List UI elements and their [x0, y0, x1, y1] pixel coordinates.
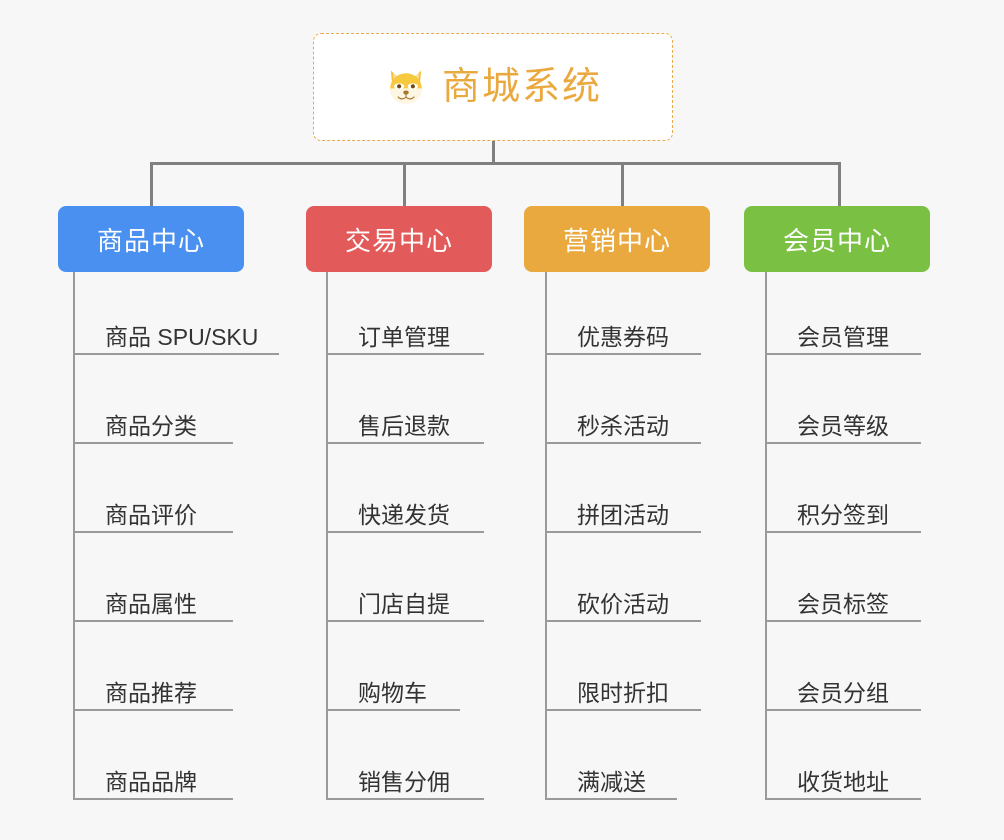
- leaf-item[interactable]: 拼团活动: [545, 488, 701, 533]
- leaf-item[interactable]: 收货地址: [765, 755, 921, 800]
- leaf-label: 砍价活动: [577, 590, 669, 617]
- connector-bus: [150, 162, 841, 165]
- category-node-trade-center[interactable]: 交易中心: [306, 206, 492, 272]
- leaf-label: 会员分组: [797, 679, 889, 706]
- leaf-item[interactable]: 购物车: [326, 666, 460, 711]
- leaf-label: 订单管理: [358, 323, 450, 350]
- connector-trunk-marketing-center: [545, 272, 547, 800]
- leaf-label: 收货地址: [797, 768, 889, 795]
- leaf-label: 商品属性: [105, 590, 197, 617]
- leaf-label: 商品 SPU/SKU: [105, 323, 259, 350]
- connector-root-stem: [492, 141, 495, 165]
- leaf-label: 快递发货: [358, 501, 450, 528]
- connector-drop-marketing-center: [621, 162, 624, 208]
- connector-trunk-product-center: [73, 272, 75, 800]
- category-node-product-center[interactable]: 商品中心: [58, 206, 244, 272]
- leaf-label: 商品推荐: [105, 679, 197, 706]
- root-title: 商城系统: [441, 66, 602, 108]
- leaf-label: 优惠券码: [577, 323, 669, 350]
- leaf-item[interactable]: 优惠券码: [545, 310, 701, 355]
- leaf-item[interactable]: 商品评价: [73, 488, 233, 533]
- leaf-label: 商品评价: [105, 501, 197, 528]
- leaf-item[interactable]: 会员标签: [765, 577, 921, 622]
- category-label: 交易中心: [344, 225, 453, 256]
- leaf-label: 商品分类: [105, 412, 197, 439]
- leaf-label: 会员等级: [797, 412, 889, 439]
- leaf-label: 拼团活动: [577, 501, 669, 528]
- leaf-item[interactable]: 满减送: [545, 755, 677, 800]
- leaf-item[interactable]: 积分签到: [765, 488, 921, 533]
- connector-drop-product-center: [150, 162, 153, 208]
- leaf-label: 会员管理: [797, 323, 889, 350]
- connector-drop-member-center: [838, 162, 841, 208]
- leaf-item[interactable]: 会员管理: [765, 310, 921, 355]
- category-label: 营销中心: [562, 225, 671, 256]
- leaf-item[interactable]: 商品分类: [73, 399, 233, 444]
- leaf-label: 门店自提: [358, 590, 450, 617]
- leaf-item[interactable]: 秒杀活动: [545, 399, 701, 444]
- shiba-dog-face-icon: [384, 65, 428, 109]
- root-node[interactable]: 商城系统: [313, 33, 673, 141]
- leaf-item[interactable]: 砍价活动: [545, 577, 701, 622]
- leaf-item[interactable]: 快递发货: [326, 488, 484, 533]
- leaf-label: 购物车: [358, 679, 427, 706]
- leaf-item[interactable]: 订单管理: [326, 310, 484, 355]
- leaf-label: 商品品牌: [105, 768, 197, 795]
- leaf-item[interactable]: 会员分组: [765, 666, 921, 711]
- connector-trunk-trade-center: [326, 272, 328, 800]
- leaf-item[interactable]: 商品 SPU/SKU: [73, 310, 279, 355]
- leaf-item[interactable]: 销售分佣: [326, 755, 484, 800]
- leaf-item[interactable]: 限时折扣: [545, 666, 701, 711]
- connector-trunk-member-center: [765, 272, 767, 800]
- leaf-label: 满减送: [577, 768, 646, 795]
- leaf-label: 限时折扣: [577, 679, 669, 706]
- leaf-item[interactable]: 商品属性: [73, 577, 233, 622]
- leaf-item[interactable]: 门店自提: [326, 577, 484, 622]
- leaf-label: 销售分佣: [358, 768, 450, 795]
- leaf-label: 积分签到: [797, 501, 889, 528]
- leaf-label: 售后退款: [358, 412, 450, 439]
- leaf-item[interactable]: 售后退款: [326, 399, 484, 444]
- leaf-label: 秒杀活动: [577, 412, 669, 439]
- connector-drop-trade-center: [403, 162, 406, 208]
- leaf-item[interactable]: 商品品牌: [73, 755, 233, 800]
- leaf-item[interactable]: 商品推荐: [73, 666, 233, 711]
- leaf-label: 会员标签: [797, 590, 889, 617]
- category-label: 商品中心: [96, 225, 205, 256]
- leaf-item[interactable]: 会员等级: [765, 399, 921, 444]
- category-node-marketing-center[interactable]: 营销中心: [524, 206, 710, 272]
- category-label: 会员中心: [782, 225, 891, 256]
- category-node-member-center[interactable]: 会员中心: [744, 206, 930, 272]
